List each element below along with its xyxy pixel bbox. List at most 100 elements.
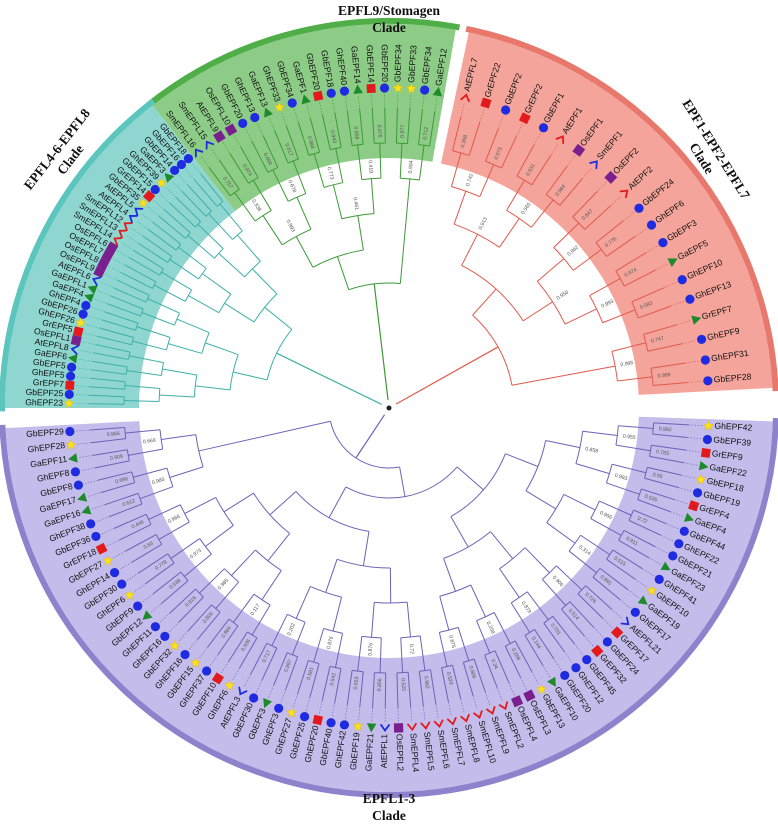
tree-branch: [184, 497, 216, 514]
circle-marker: [679, 526, 689, 536]
tree-branch: [215, 581, 240, 609]
bootstrap-value: 0.461: [352, 197, 360, 211]
tree-branch: [197, 223, 224, 249]
tree-branch: [251, 140, 269, 173]
leaf-label: GbEPF34: [420, 46, 434, 85]
tree-branch: [208, 213, 233, 240]
tree-branch: [133, 249, 164, 270]
tree-branch: [545, 440, 581, 449]
tree-branch: [261, 647, 278, 681]
leaf-label: SmEPFL4: [408, 733, 421, 773]
tree-branch: [162, 368, 197, 376]
tree-branch-arc: [173, 312, 180, 326]
tree-branch-arc: [323, 628, 343, 634]
chevron-marker: [134, 207, 144, 217]
leaf-connector: [635, 579, 647, 588]
tree-branch: [170, 538, 200, 559]
tree-branch: [208, 167, 231, 197]
tree-branch: [228, 631, 248, 662]
bootstrap-value: 0.993: [614, 473, 628, 482]
tree-branch: [161, 434, 196, 440]
circle-marker: [685, 294, 695, 304]
bootstrap-value: 0.917: [283, 143, 293, 157]
square-marker: [480, 97, 492, 109]
tree-branch: [536, 258, 565, 282]
circle-marker: [180, 649, 190, 660]
tree-branch: [564, 308, 597, 325]
leaf-connector: [268, 684, 275, 699]
tree-branch: [494, 650, 510, 684]
tree-branch: [295, 236, 314, 268]
circle-marker: [339, 86, 350, 96]
tree-branch: [197, 611, 221, 640]
circle-marker: [326, 88, 336, 98]
leaf-connector: [531, 671, 539, 685]
leaf-connector: [345, 97, 348, 111]
leaf-connector: [94, 298, 108, 305]
tree-branch-arc: [352, 669, 364, 673]
tree-branch: [406, 108, 411, 144]
tree-branch: [240, 146, 259, 178]
tree-branch: [198, 420, 331, 452]
star-marker: [646, 584, 658, 596]
leaf-connector: [96, 516, 110, 522]
tree-branch: [476, 620, 491, 654]
tree-branch: [493, 612, 511, 644]
tree-branch: [97, 335, 132, 346]
tree-branch: [441, 667, 449, 703]
tree-branch: [110, 295, 144, 310]
tree-branch: [506, 180, 525, 211]
tree-branch: [159, 394, 195, 398]
bootstrap-value: 0.995: [620, 360, 634, 368]
leaf-connector: [88, 315, 103, 321]
clade-title-line: Clade: [372, 808, 406, 823]
tree-branch: [129, 355, 164, 364]
square-marker: [312, 714, 324, 726]
leaf-connector: [280, 689, 286, 703]
tree-branch: [232, 593, 255, 623]
bootstrap-value: 0.699: [262, 152, 273, 166]
leaf-connector: [185, 168, 195, 180]
circle-marker: [160, 631, 170, 641]
tree-branch-arc: [329, 665, 342, 670]
triangle-marker: [84, 293, 95, 303]
tree-branch: [125, 534, 157, 552]
tree-branch: [590, 518, 622, 536]
chevron-marker: [380, 724, 390, 733]
leaf-connector: [645, 245, 658, 254]
tree-branch: [623, 530, 656, 548]
leaf-connector: [126, 572, 139, 582]
tree-branch-arc: [615, 425, 619, 446]
tree-branch-arc: [281, 228, 312, 246]
circle-marker: [78, 309, 88, 319]
tree-branch: [641, 488, 675, 501]
tree-branch: [129, 257, 160, 276]
tree-branch: [202, 273, 232, 295]
bootstrap-value: 0.977: [400, 125, 407, 138]
leaf-connector: [654, 546, 668, 554]
leaf-connector: [233, 134, 242, 148]
circle-marker: [81, 300, 91, 311]
circle-marker: [73, 480, 84, 490]
leaf-connector: [685, 360, 700, 364]
triangle-marker: [432, 86, 443, 97]
clade-band-stomagen: [152, 23, 456, 211]
leaf-connector: [423, 705, 426, 720]
circle-marker: [183, 154, 194, 164]
triangle-marker: [67, 354, 78, 364]
leaf-connector: [371, 707, 373, 722]
tree-branch-arc: [341, 213, 375, 220]
bootstrap-value: 0.525: [399, 678, 406, 691]
bootstrap-value: 0.583: [639, 300, 653, 310]
tree-branch: [223, 492, 254, 513]
tree-branch-arc: [228, 618, 239, 627]
square-marker: [72, 326, 84, 337]
leaf-connector: [112, 258, 126, 266]
tree-branch-arc: [308, 151, 320, 156]
tree-branch: [188, 295, 220, 314]
tree-branch: [589, 278, 621, 297]
leaf-connector: [269, 117, 275, 131]
leaf-label: GhEPF23: [25, 397, 63, 408]
square-marker: [65, 380, 75, 391]
circle-marker: [109, 567, 120, 578]
